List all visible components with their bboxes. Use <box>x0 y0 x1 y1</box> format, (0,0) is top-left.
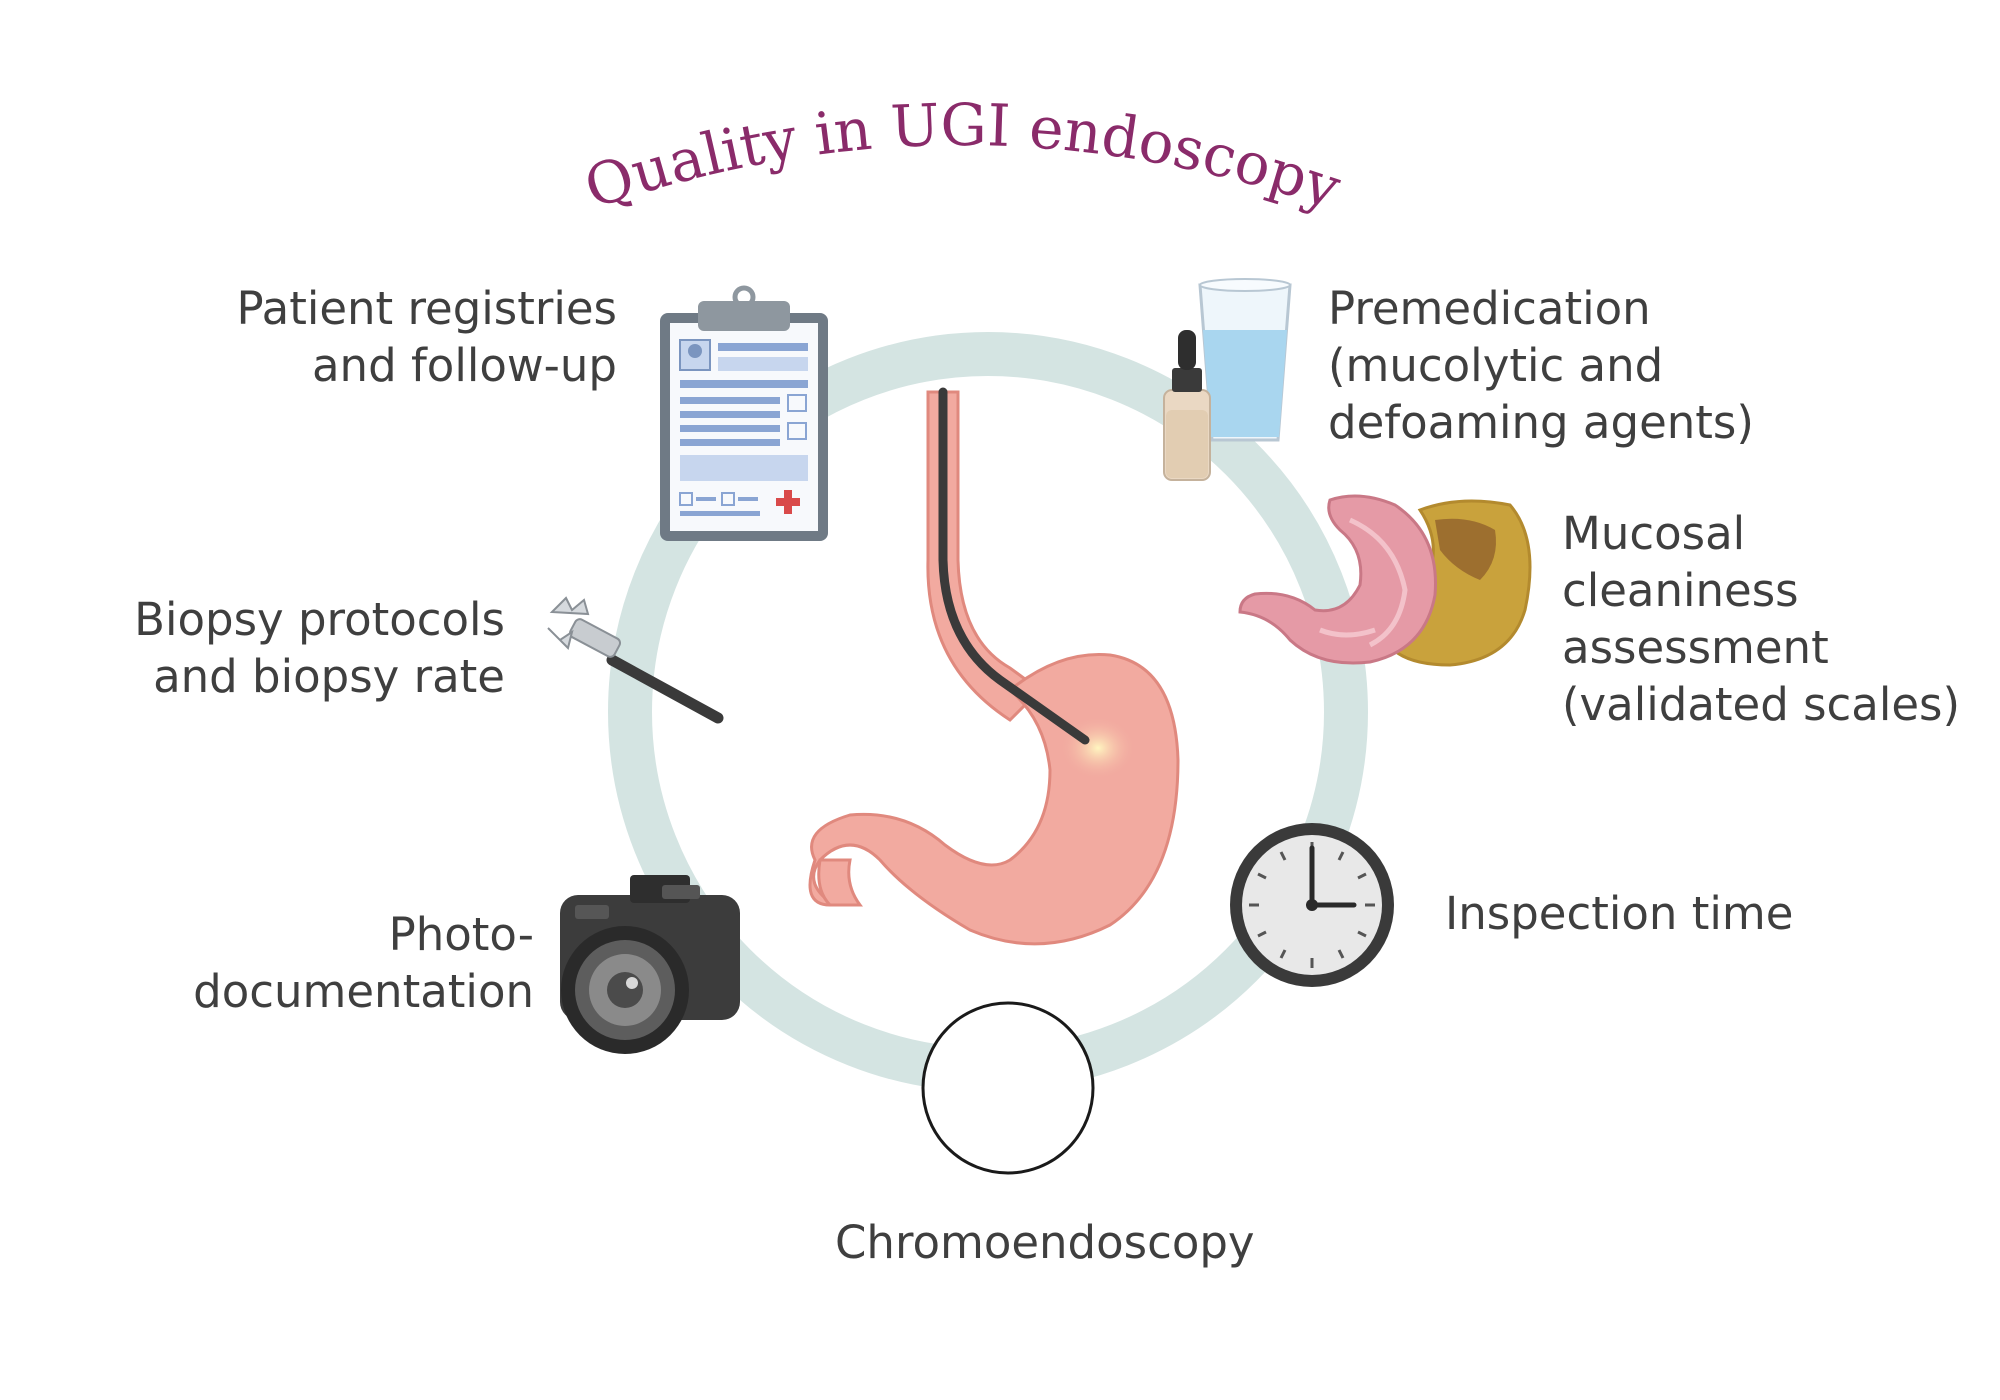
label-premedication: Premedication (mucolytic and defoaming a… <box>1328 282 1754 449</box>
label-biopsy: Biopsy protocols and biopsy rate <box>134 593 505 703</box>
stomach-with-endoscope-icon <box>808 387 1180 946</box>
water-glass-and-dropper-icon <box>1163 278 1292 481</box>
biopsy-forceps-icon <box>547 596 724 724</box>
clock-icon <box>1230 823 1394 987</box>
clipboard-icon <box>660 285 828 541</box>
label-chromoendoscopy: Chromoendoscopy <box>835 1216 1255 1269</box>
label-inspection-time: Inspection time <box>1445 887 1794 940</box>
stomach-interior-icon <box>1238 494 1532 667</box>
label-mucosal-cleaniness: Mucosal cleaniness assessment (validated… <box>1562 507 1961 731</box>
diagram-title: Quality in UGI endoscopy <box>576 91 1348 222</box>
label-photo-documentation: Photo- documentation <box>193 908 534 1018</box>
endoscope-tube <box>938 387 1090 745</box>
label-patient-registries: Patient registries and follow-up <box>236 282 617 392</box>
empty-circle-icon <box>921 1001 1095 1175</box>
camera-icon <box>560 875 740 1054</box>
